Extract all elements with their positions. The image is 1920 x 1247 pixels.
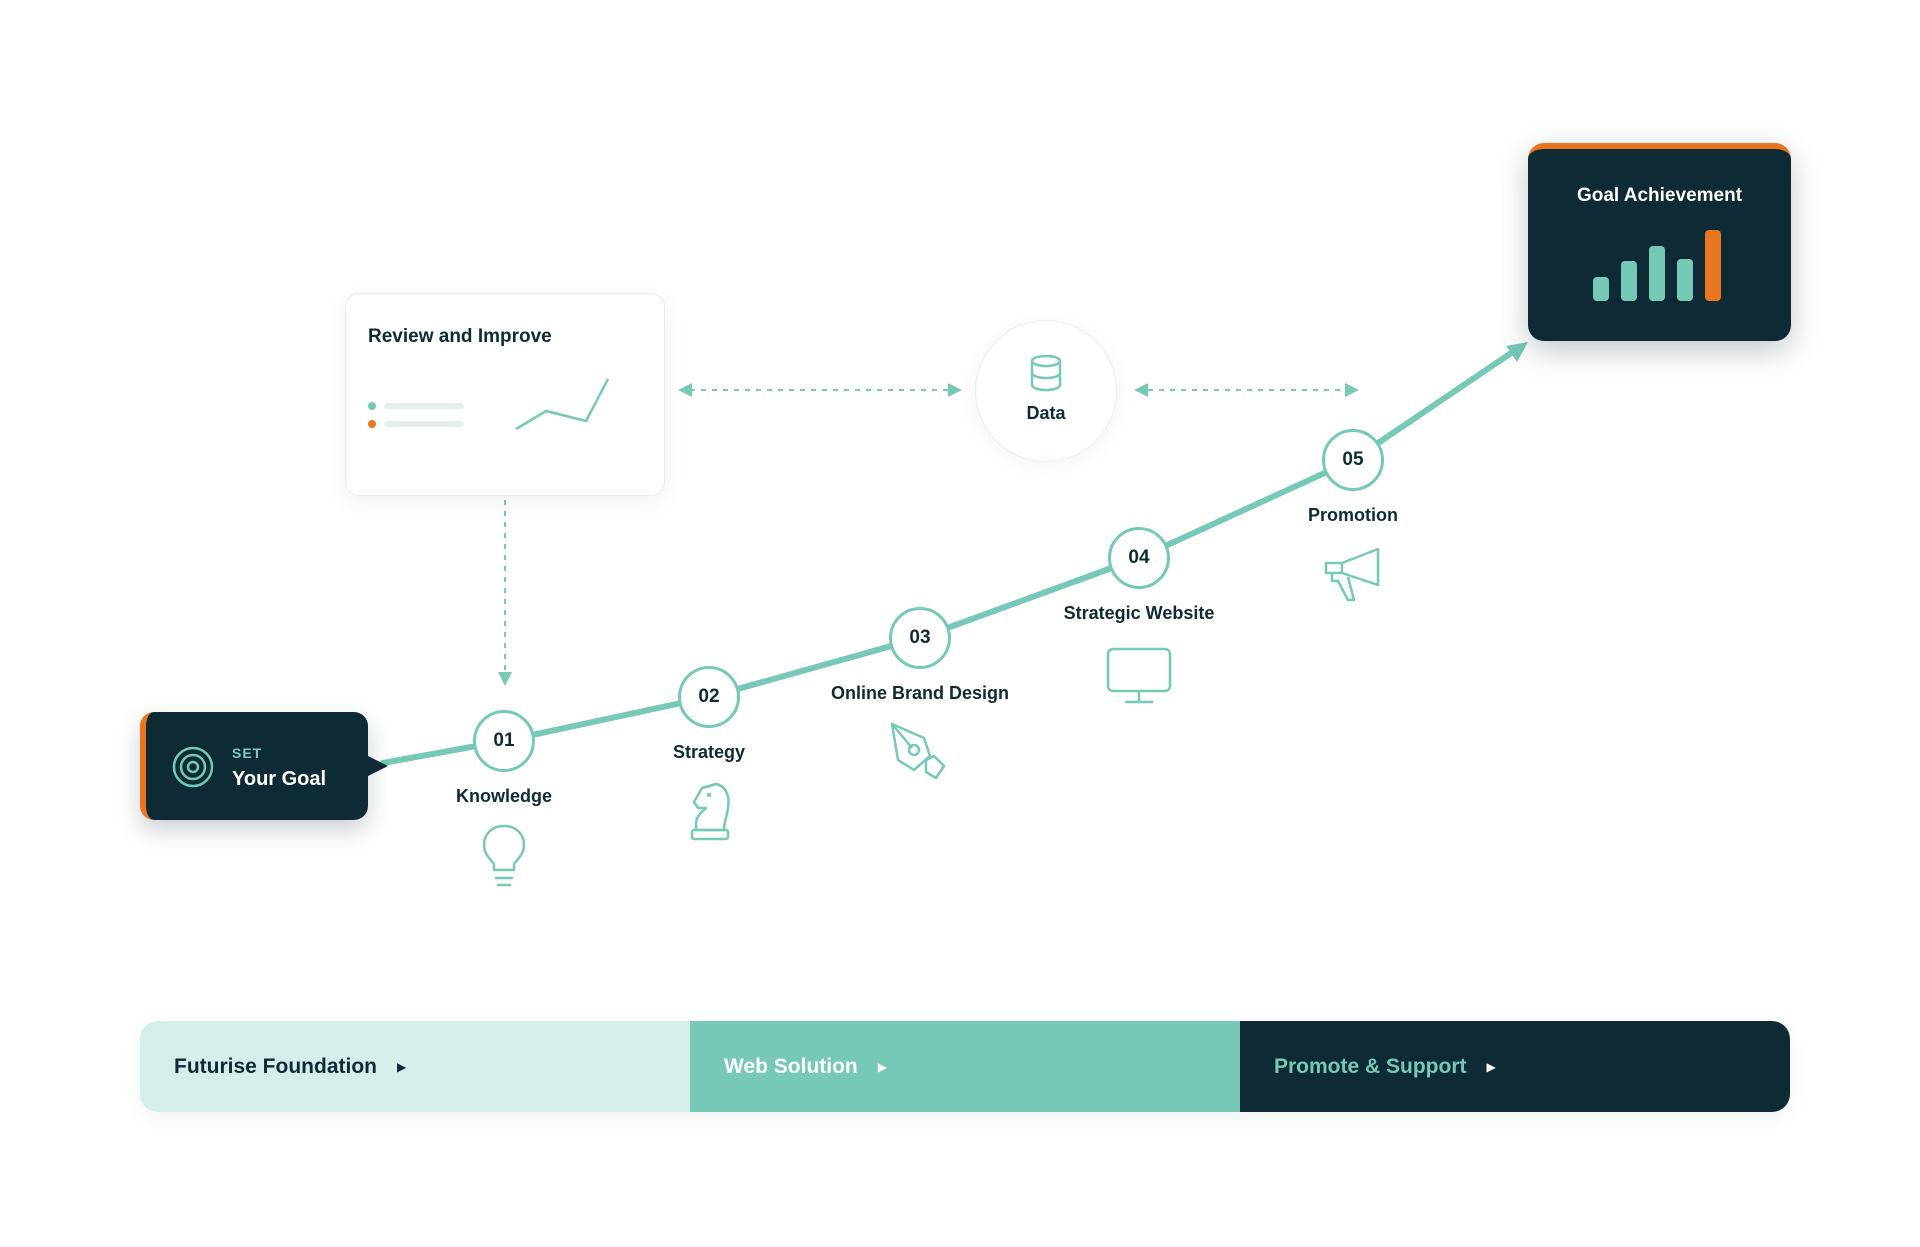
step-label-online-brand-design: Online Brand Design: [830, 683, 1010, 703]
phase-label: Futurise Foundation: [174, 1054, 377, 1078]
step-node-02: 02: [678, 666, 740, 728]
phase-web-solution[interactable]: Web Solution ▶: [690, 1021, 1240, 1112]
phase-bar: Futurise Foundation ▶ Web Solution ▶ Pro…: [140, 1021, 1790, 1112]
data-label: Data: [1026, 403, 1066, 423]
goal-card-pointer: [368, 756, 388, 776]
set-goal-label-small: SET: [232, 745, 263, 761]
megaphone-icon: [1324, 547, 1380, 602]
trend-chart-icon: [368, 378, 610, 431]
step-number: 02: [698, 686, 720, 707]
step-label-strategic-website: Strategic Website: [1063, 603, 1215, 623]
chess-knight-icon: [690, 782, 730, 841]
phase-label: Web Solution: [724, 1054, 858, 1078]
step-node-03: 03: [889, 607, 951, 669]
step-number: 03: [909, 627, 931, 648]
lightbulb-icon: [482, 824, 526, 887]
set-goal-label: Your Goal: [232, 768, 327, 790]
goal-achievement-title: Goal Achievement: [1576, 185, 1743, 206]
monitor-icon: [1106, 647, 1172, 704]
step-number: 01: [493, 730, 515, 751]
step-label-strategy: Strategy: [672, 742, 746, 762]
bar-chart-icon: [1593, 230, 1721, 301]
step-node-04: 04: [1108, 527, 1170, 589]
database-icon: [1030, 354, 1062, 392]
review-data-arrow: [678, 383, 962, 397]
phase-futurise-foundation[interactable]: Futurise Foundation ▶: [140, 1021, 690, 1112]
target-icon: [172, 746, 214, 788]
phase-label: Promote & Support: [1274, 1054, 1467, 1078]
review-improve-title: Review and Improve: [368, 326, 552, 347]
step-number: 04: [1128, 547, 1150, 568]
growth-path-arrowhead: [1506, 342, 1528, 362]
goal-achievement-card: Goal Achievement: [1528, 143, 1791, 341]
play-arrow-icon: ▶: [396, 1059, 407, 1074]
step-label-promotion: Promotion: [1308, 505, 1398, 525]
step-node-01: 01: [473, 710, 535, 772]
step-number: 05: [1342, 449, 1364, 470]
data-node: Data: [975, 320, 1117, 462]
play-arrow-icon: ▶: [1486, 1059, 1496, 1074]
play-arrow-icon: ▶: [877, 1059, 887, 1074]
set-goal-card: SET Your Goal: [140, 712, 368, 820]
step-label-knowledge: Knowledge: [455, 786, 552, 806]
review-improve-card: Review and Improve: [345, 293, 665, 496]
step-node-05: 05: [1322, 429, 1384, 491]
review-to-knowledge-arrow: [498, 500, 512, 686]
data-promotion-arrow: [1134, 383, 1359, 397]
phase-promote-support[interactable]: Promote & Support ▶: [1240, 1021, 1790, 1112]
pen-nib-icon: [890, 722, 946, 780]
